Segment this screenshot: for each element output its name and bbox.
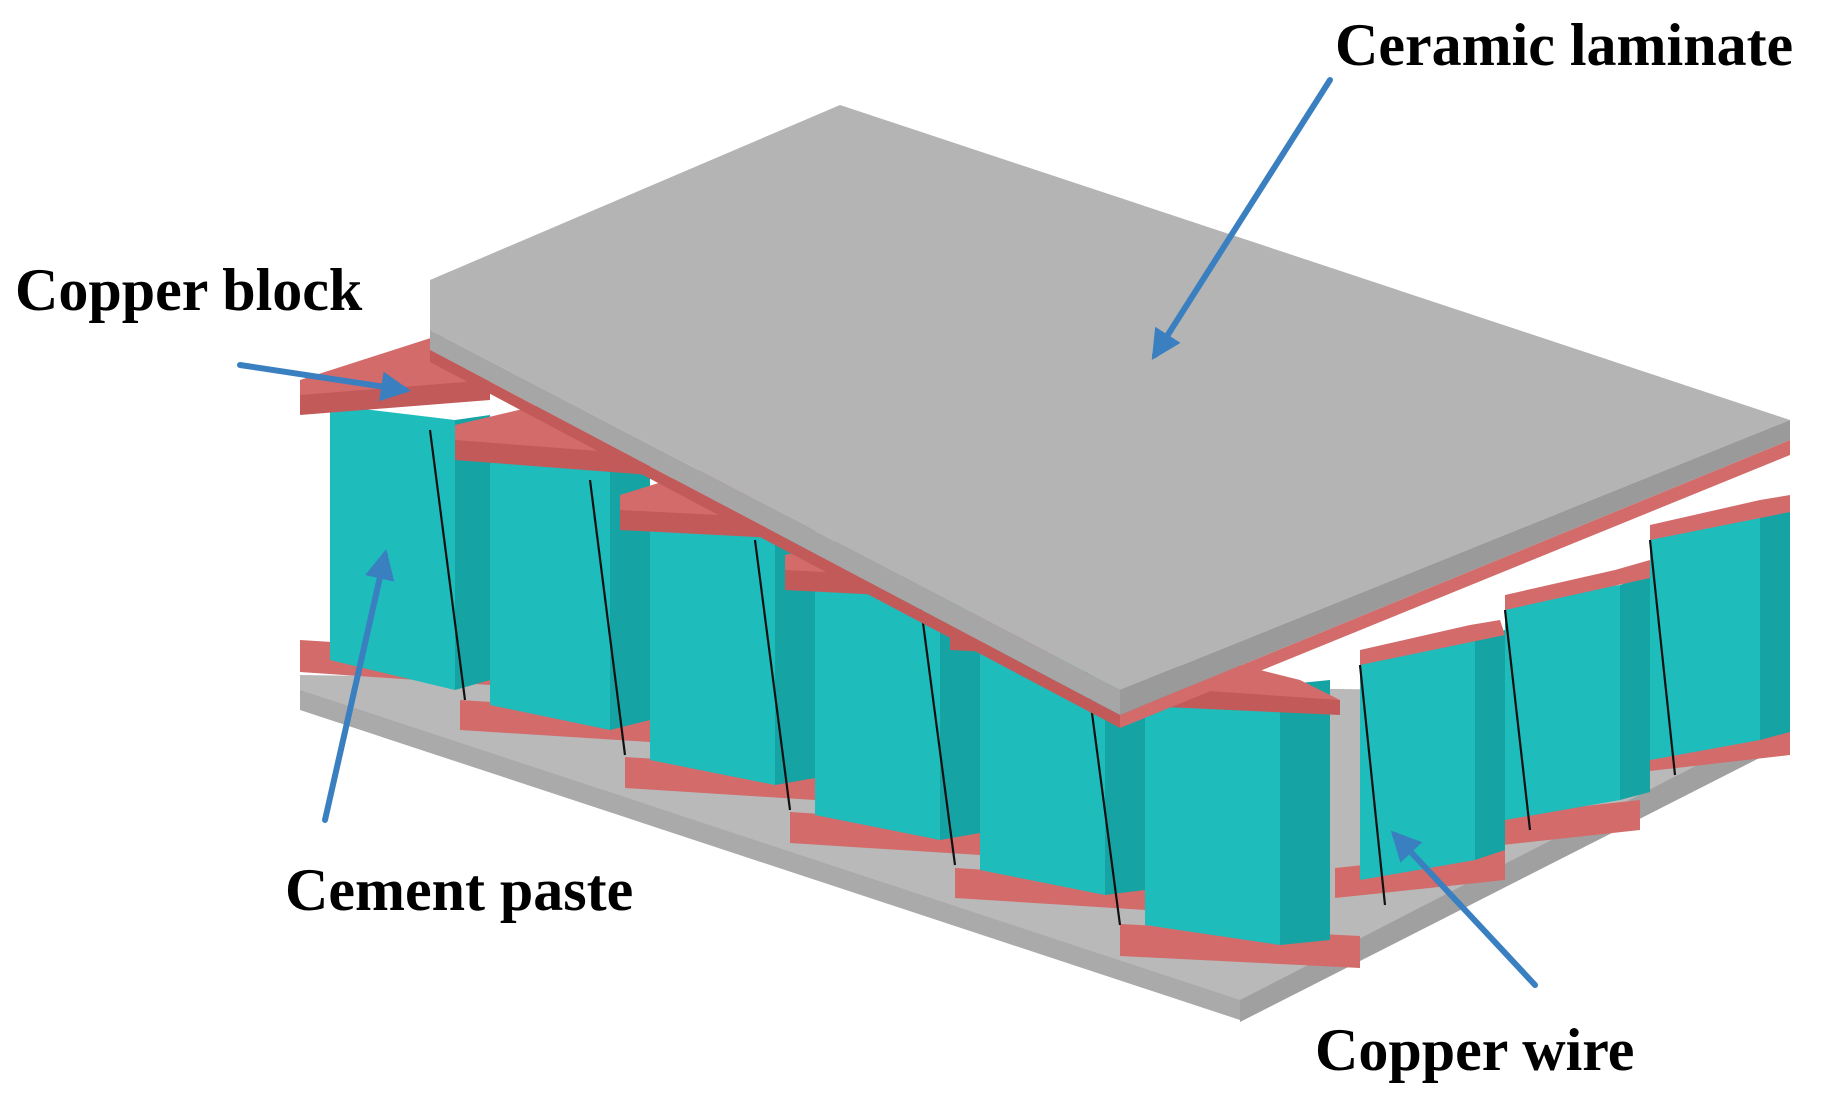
copper-block-arrow <box>237 362 411 402</box>
label-cement-paste: Cement paste <box>285 857 633 923</box>
label-ceramic-laminate: Ceramic laminate <box>1335 12 1793 78</box>
top-ceramic-laminate <box>430 105 1790 728</box>
label-copper-block: Copper block <box>15 257 363 323</box>
ceramic-laminate-arrow <box>1151 77 1333 361</box>
pointer-arrows <box>237 77 1538 988</box>
cement-paste-arrow <box>322 549 395 823</box>
copper-wires <box>428 429 1677 926</box>
copper-wire-arrow <box>1390 830 1538 988</box>
label-copper-wire: Copper wire <box>1315 1017 1634 1083</box>
